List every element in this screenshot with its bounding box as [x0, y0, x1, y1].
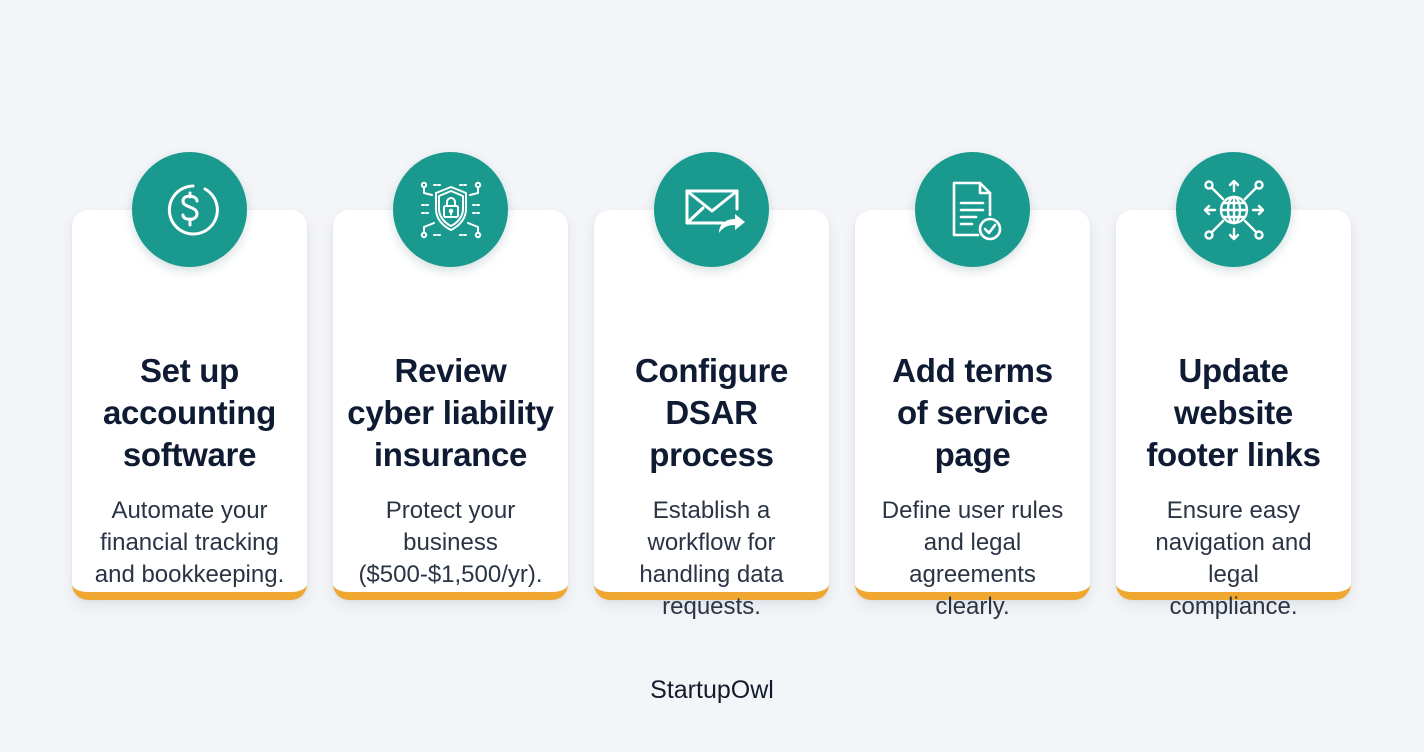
card-title: Set up accounting software: [102, 352, 276, 473]
card-description: Protect your business ($500-$1,500/yr).: [358, 497, 543, 588]
card-footer-links: Update website footer links Ensure easy …: [1116, 152, 1351, 620]
card-description: Automate your financial tracking and boo…: [94, 497, 285, 588]
document-check-icon: [915, 152, 1030, 267]
card-body: Update website footer links Ensure easy …: [1116, 210, 1351, 620]
dollar-circle-icon: [132, 152, 247, 267]
card-cyber-insurance: Review cyber liability insurance Protect…: [333, 152, 568, 600]
globe-network-icon: [1176, 152, 1291, 267]
card-terms-of-service: Add terms of service page Define user ru…: [855, 152, 1090, 620]
envelope-forward-icon: [654, 152, 769, 267]
card-body: Configure DSAR process Establish a workf…: [594, 210, 829, 620]
checklist-cards: Set up accounting software Automate your…: [72, 152, 1351, 620]
brand-name: StartupOwl: [650, 676, 774, 704]
card-dsar-process: Configure DSAR process Establish a workf…: [594, 152, 829, 620]
card-body: Set up accounting software Automate your…: [72, 210, 307, 600]
card-title: Configure DSAR process: [634, 352, 789, 473]
card-title: Update website footer links: [1146, 352, 1321, 473]
card-body: Add terms of service page Define user ru…: [855, 210, 1090, 620]
card-title: Add terms of service page: [892, 352, 1053, 473]
card-description: Establish a workflow for handling data r…: [639, 497, 784, 620]
card-accounting-software: Set up accounting software Automate your…: [72, 152, 307, 600]
card-body: Review cyber liability insurance Protect…: [333, 210, 568, 600]
card-title: Review cyber liability insurance: [347, 352, 554, 473]
card-description: Ensure easy navigation and legal complia…: [1155, 497, 1312, 620]
card-description: Define user rules and legal agreements c…: [881, 497, 1064, 620]
shield-lock-circuit-icon: [393, 152, 508, 267]
